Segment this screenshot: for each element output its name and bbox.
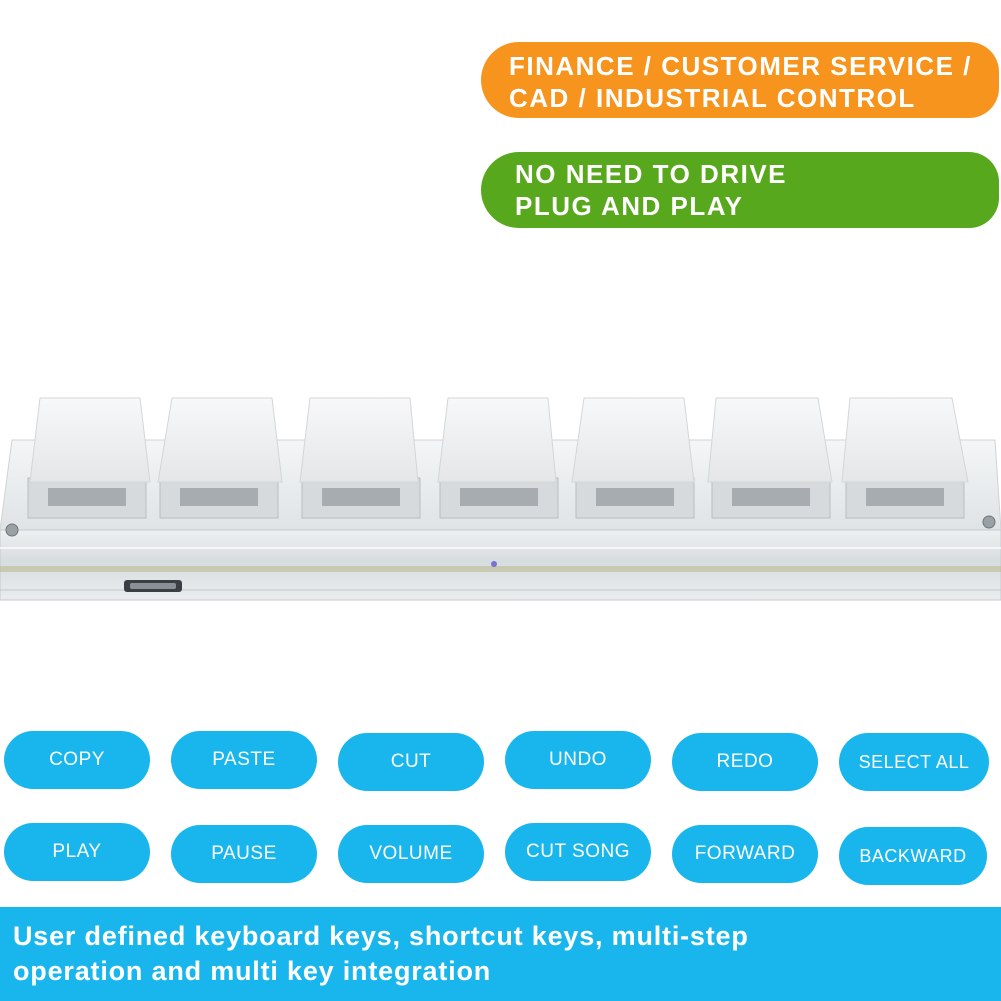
banner-plug-and-play-line2: PLUG AND PLAY [515,191,744,221]
shortcut-forward: FORWARD [672,825,818,883]
banner-use-cases: FINANCE / CUSTOMER SERVICE / CAD / INDUS… [481,42,999,118]
shortcut-paste: PASTE [171,731,317,789]
footer-caption: User defined keyboard keys, shortcut key… [0,907,1001,1001]
keycap-1 [27,397,151,519]
shortcut-redo: REDO [672,733,818,791]
keycap-2 [157,397,283,519]
screw-left [5,523,19,537]
banner-use-cases-line1: FINANCE / CUSTOMER SERVICE / [509,51,972,81]
shortcut-volume: VOLUME [338,825,484,883]
shortcut-cut-song: CUT SONG [505,823,651,881]
keycap-3 [299,397,421,519]
shortcut-undo: UNDO [505,731,651,789]
shortcut-pause: PAUSE [171,825,317,883]
shortcut-play: PLAY [4,823,150,881]
shortcut-cut: CUT [338,733,484,791]
shortcut-select-all: SELECT ALL [839,733,989,791]
keycap-7 [841,397,969,519]
shortcut-copy: COPY [4,731,150,789]
footer-caption-line2: operation and multi key integration [13,956,492,986]
banner-plug-and-play-line1: NO NEED TO DRIVE [515,159,788,189]
keyboard-image [0,397,1001,601]
banner-plug-and-play: NO NEED TO DRIVE PLUG AND PLAY [481,152,999,228]
banner-use-cases-line2: CAD / INDUSTRIAL CONTROL [509,83,916,113]
keycap-4 [437,397,559,519]
screw-right [982,515,996,529]
keycap-6 [707,397,833,519]
keycap-5 [571,397,695,519]
footer-caption-line1: User defined keyboard keys, shortcut key… [13,921,749,951]
shortcut-backward: BACKWARD [839,827,987,885]
